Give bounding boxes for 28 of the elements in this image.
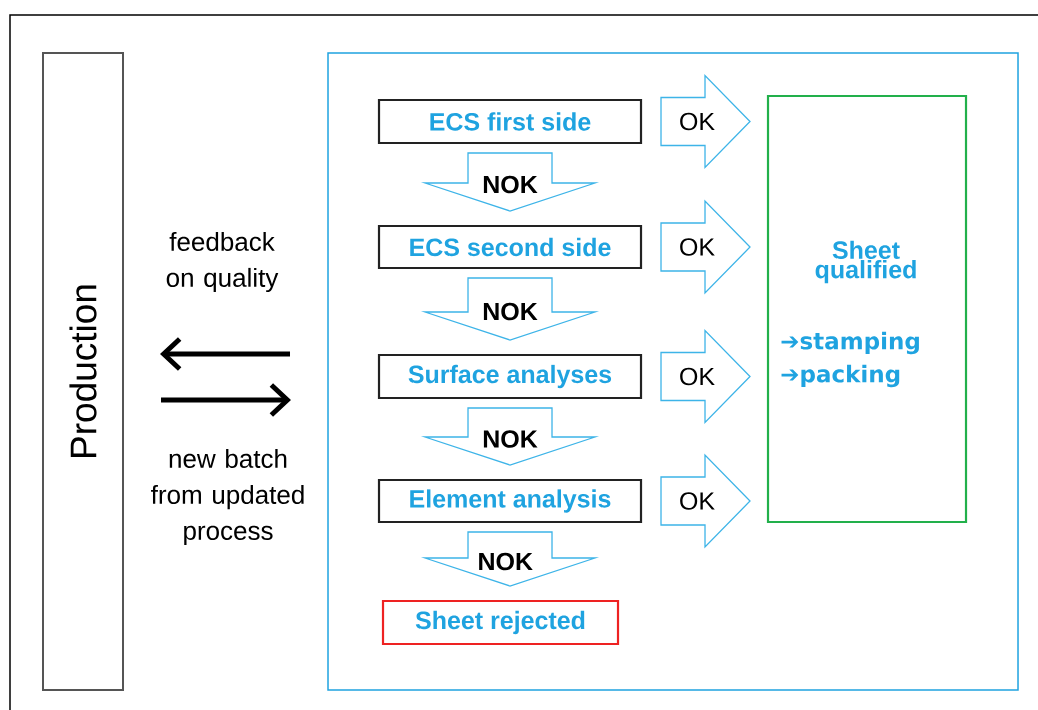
edge-label: NOK <box>483 175 538 194</box>
block-arrow <box>660 328 751 425</box>
arrow <box>161 383 291 417</box>
edge-label: NOK <box>479 552 533 571</box>
arrow <box>160 337 290 371</box>
block-arrow <box>420 152 600 212</box>
block-arrow <box>660 199 751 295</box>
process-box: Element analysis <box>377 478 643 524</box>
block-arrow <box>660 453 751 549</box>
edge-label: new batch from updated process <box>151 448 304 546</box>
production-box: Production <box>42 52 124 691</box>
result-box: Sheet rejected <box>381 599 620 646</box>
edge-label: OK <box>680 238 715 256</box>
block-arrow <box>660 73 751 170</box>
quality-frame <box>327 52 1019 691</box>
edge-label: OK <box>680 367 715 386</box>
edge-label: NOK <box>483 302 538 321</box>
edge-label: NOK <box>483 430 538 448</box>
process-box: ECS first side <box>377 98 643 145</box>
edge-label: feedback on quality <box>166 231 279 293</box>
edge-label: OK <box>680 492 715 510</box>
block-arrow <box>420 277 600 341</box>
edge-label: OK <box>680 112 715 131</box>
process-box: ECS second side <box>377 224 643 270</box>
block-arrow <box>420 531 600 587</box>
block-arrow <box>420 407 600 466</box>
result-box: Sheet qualified ➔stamping ➔packing <box>766 94 968 524</box>
process-box: Surface analyses <box>377 353 643 400</box>
